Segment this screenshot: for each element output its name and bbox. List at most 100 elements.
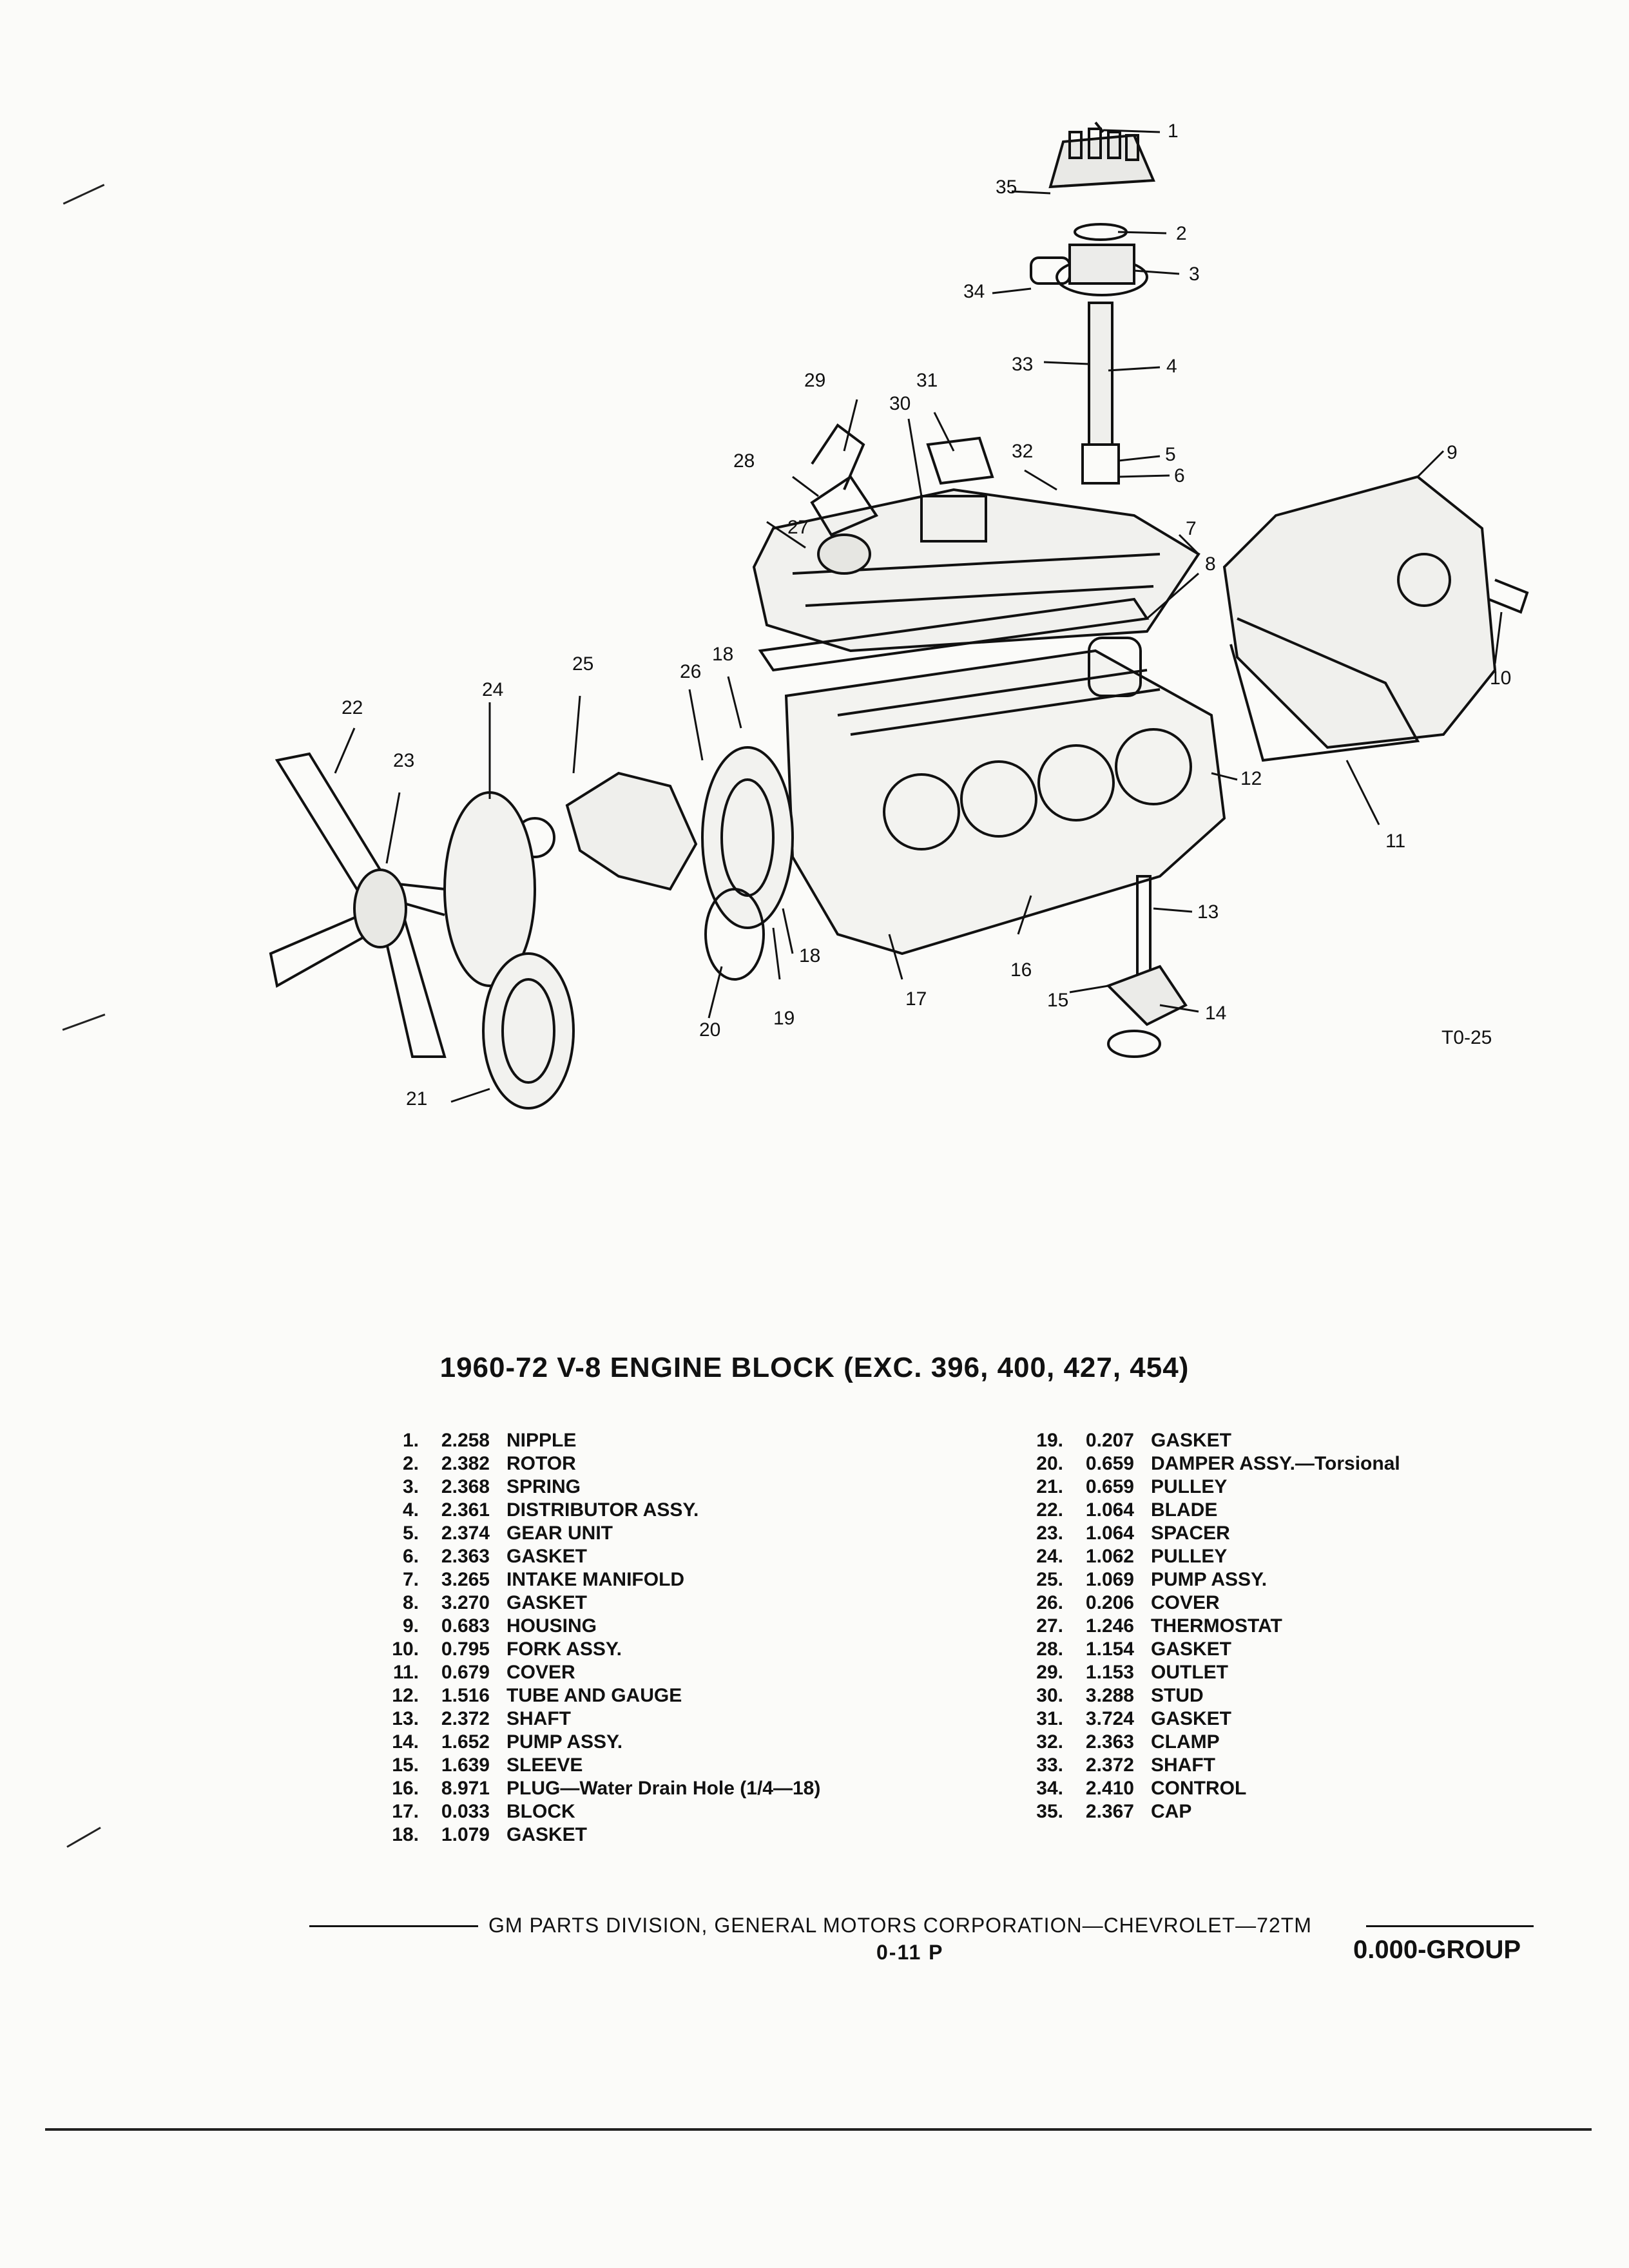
part-code: 1.639 xyxy=(441,1754,490,1776)
callout-number: 17 xyxy=(905,988,927,1010)
part-desc: GASKET xyxy=(1151,1430,1232,1451)
part-code: 1.153 xyxy=(1085,1662,1134,1683)
part-code: 2.258 xyxy=(441,1430,490,1451)
part-code: 0.795 xyxy=(441,1639,490,1660)
footer-rule-right xyxy=(1366,1925,1534,1927)
scan-mark xyxy=(66,1827,101,1848)
part-num: 25. xyxy=(1036,1569,1063,1590)
part-num: 33. xyxy=(1036,1754,1063,1776)
part-desc: HOUSING xyxy=(506,1615,597,1637)
part-code: 0.033 xyxy=(441,1801,490,1822)
part-num: 12. xyxy=(392,1685,419,1706)
callout-number: 16 xyxy=(1010,959,1032,981)
part-desc: STUD xyxy=(1151,1685,1204,1706)
part-code: 0.206 xyxy=(1085,1592,1134,1613)
callout-number: 24 xyxy=(482,679,503,700)
part-code: 3.270 xyxy=(441,1592,490,1613)
callout-number: 6 xyxy=(1174,465,1185,486)
part-num: 5. xyxy=(402,1523,419,1544)
part-desc: BLADE xyxy=(1151,1499,1218,1521)
callout-number: 3 xyxy=(1189,264,1200,285)
part-num: 3. xyxy=(402,1476,419,1497)
part-num: 4. xyxy=(402,1499,419,1521)
part-code: 0.659 xyxy=(1085,1476,1134,1497)
callout-number: 25 xyxy=(572,653,593,675)
part-desc: GEAR UNIT xyxy=(506,1523,613,1544)
part-code: 3.288 xyxy=(1085,1685,1134,1706)
part-num: 17. xyxy=(392,1801,419,1822)
part-desc: NIPPLE xyxy=(506,1430,577,1451)
part-desc: CAP xyxy=(1151,1801,1192,1822)
part-code: 1.154 xyxy=(1085,1639,1134,1660)
callout-labels: 1234567891011121314151617181819202122232… xyxy=(342,120,1511,1110)
callout-number: 22 xyxy=(342,697,363,718)
callout-number: 10 xyxy=(1490,668,1511,689)
bellhousing xyxy=(1222,475,1529,762)
part-code: 1.069 xyxy=(1085,1569,1134,1590)
part-code: 2.382 xyxy=(441,1453,490,1474)
part-code: 0.207 xyxy=(1085,1430,1134,1451)
part-code: 2.361 xyxy=(441,1499,490,1521)
callout-number: 35 xyxy=(996,177,1017,198)
part-desc: CLAMP xyxy=(1151,1731,1220,1753)
part-desc: COVER xyxy=(1151,1592,1220,1613)
callout-number: 21 xyxy=(406,1088,427,1110)
damper-assembly xyxy=(701,746,794,981)
callout-number: 1 xyxy=(1168,120,1179,142)
fan-pulley xyxy=(383,791,536,987)
callout-number: 29 xyxy=(804,370,825,391)
part-desc: SLEEVE xyxy=(506,1754,583,1776)
part-code: 2.368 xyxy=(441,1476,490,1497)
part-code: 2.363 xyxy=(441,1546,490,1567)
part-code: 3.724 xyxy=(1085,1708,1134,1729)
part-desc: INTAKE MANIFOLD xyxy=(506,1569,685,1590)
part-code: 2.372 xyxy=(1085,1754,1134,1776)
callout-number: 20 xyxy=(699,1019,720,1041)
callout-number: 4 xyxy=(1166,356,1177,377)
part-desc: PULLEY xyxy=(1151,1546,1228,1567)
part-num: 31. xyxy=(1036,1708,1063,1729)
callout-number: 31 xyxy=(916,370,938,391)
part-code: 0.659 xyxy=(1085,1453,1134,1474)
part-code: 0.679 xyxy=(441,1662,490,1683)
callout-number: 2 xyxy=(1176,223,1187,244)
engine-block xyxy=(784,637,1226,956)
callout-number: 9 xyxy=(1447,442,1458,463)
part-code: 1.064 xyxy=(1085,1499,1134,1521)
part-desc: PLUG—Water Drain Hole (1/4—18) xyxy=(506,1778,821,1799)
part-code: 8.971 xyxy=(441,1778,490,1799)
part-num: 7. xyxy=(402,1569,419,1590)
part-num: 9. xyxy=(402,1615,419,1637)
footer-publisher: GM PARTS DIVISION, GENERAL MOTORS CORPOR… xyxy=(488,1914,1312,1937)
part-desc: OUTLET xyxy=(1151,1662,1228,1683)
callout-number: 15 xyxy=(1047,990,1068,1011)
part-code: 1.062 xyxy=(1085,1546,1134,1567)
part-desc: CONTROL xyxy=(1151,1778,1247,1799)
part-desc: GASKET xyxy=(1151,1708,1232,1729)
callout-number: 14 xyxy=(1205,1003,1226,1024)
part-num: 23. xyxy=(1036,1523,1063,1544)
part-desc: BLOCK xyxy=(506,1801,575,1822)
part-num: 1. xyxy=(402,1430,419,1451)
callout-number: 13 xyxy=(1197,901,1219,923)
parts-list-item: 31. 3.724 GASKET xyxy=(1005,1707,1400,1731)
